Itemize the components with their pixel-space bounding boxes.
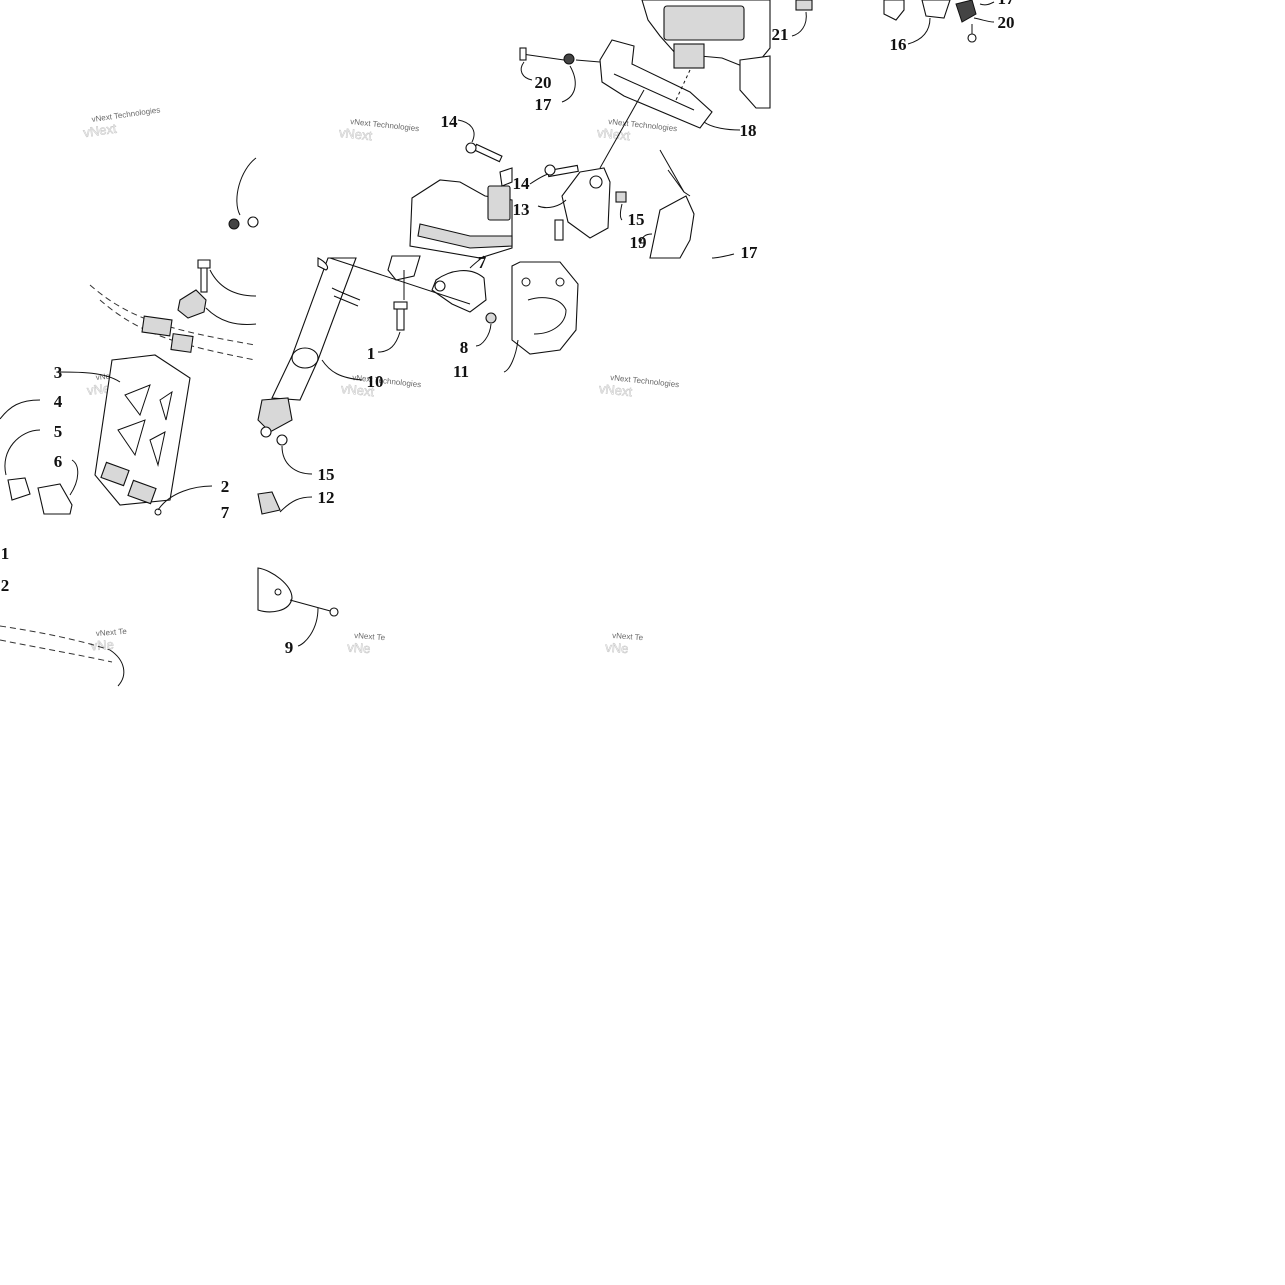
nut-icon: [228, 218, 240, 230]
washer-icon: [247, 216, 259, 228]
callout-6: 6: [54, 452, 63, 471]
power-steering-unit-icon: [511, 261, 579, 355]
end-plug-icon: [257, 567, 293, 613]
callout-2: 2: [1, 576, 10, 595]
clamp-icon: [387, 255, 421, 281]
callout-17: 17: [741, 243, 759, 262]
bolt-icon: [473, 143, 503, 163]
callout-7: 7: [478, 253, 487, 272]
callout-10: 10: [367, 372, 384, 391]
svg-text:vNe: vNe: [605, 640, 629, 657]
knurled-grip-icon: [141, 315, 173, 337]
watermark: vNext Technologies: [91, 105, 161, 124]
upper-right-assembly: [519, 0, 995, 259]
callout-3: 3: [54, 363, 63, 382]
left-assembly: [0, 157, 259, 516]
callout-20: 20: [535, 73, 552, 92]
callout-18: 18: [740, 121, 757, 140]
bolt-icon: [396, 307, 405, 331]
callout-7: 7: [221, 503, 230, 522]
callout-12: 12: [318, 488, 335, 507]
nut-icon: [615, 191, 627, 203]
column-tube-icon: [291, 257, 357, 361]
steering-column-assembly: [257, 119, 579, 647]
callout-14: 14: [441, 112, 459, 131]
handlebar-outline: [0, 284, 256, 687]
steering-clamp-icon: [561, 167, 611, 239]
fastener-icon: [795, 0, 813, 11]
watermark: vNext Te: [354, 631, 386, 642]
callout-21: 21: [772, 25, 789, 44]
callout-8: 8: [460, 338, 469, 357]
callout-5: 5: [54, 422, 63, 441]
u-joint-icon: [257, 397, 293, 433]
screw-icon: [967, 33, 977, 43]
callout-4: 4: [54, 392, 63, 411]
svg-text:vNe: vNe: [347, 640, 371, 657]
bracket-icon: [649, 195, 695, 259]
bracket-icon: [921, 0, 951, 19]
cap-icon: [37, 483, 73, 515]
clip-icon: [955, 0, 977, 23]
bolt-icon: [554, 219, 564, 241]
spline-shaft-icon: [673, 43, 705, 69]
callout-15: 15: [318, 465, 335, 484]
watermark: vNext Te: [612, 631, 644, 642]
callout-17: 17: [998, 0, 1016, 8]
svg-text:vNext: vNext: [338, 125, 373, 143]
callout-2: 2: [221, 477, 230, 496]
spacer-icon: [100, 461, 130, 487]
svg-text:vNext: vNext: [340, 381, 375, 399]
nut-icon: [485, 312, 497, 324]
callouts: 16 17 20 21 20 17 18 14 14 13 15 19 17 7…: [1, 0, 1015, 657]
nut-icon: [276, 434, 288, 446]
cap-icon: [7, 477, 31, 501]
callout-1: 1: [1, 544, 10, 563]
watermark: vNext Te: [96, 627, 128, 638]
knurled-grip-icon: [170, 333, 194, 353]
callout-17: 17: [535, 95, 553, 114]
svg-text:vNext: vNext: [82, 121, 117, 141]
bolt-icon: [519, 47, 527, 61]
callout-11: 11: [453, 362, 469, 381]
svg-text:vNext: vNext: [598, 381, 633, 399]
svg-text:vNext: vNext: [596, 125, 631, 143]
callout-16: 16: [890, 35, 907, 54]
pitman-arm-icon: [431, 270, 487, 313]
callout-19: 19: [630, 233, 647, 252]
callout-9: 9: [285, 638, 294, 657]
callout-13: 13: [513, 200, 530, 219]
callout-14: 14: [513, 174, 531, 193]
washer-icon: [563, 53, 575, 65]
bolt-icon: [883, 0, 905, 21]
callout-15: 15: [628, 210, 645, 229]
spacer-icon: [127, 479, 157, 505]
clamp-icon: [257, 491, 281, 515]
callout-1: 1: [367, 344, 376, 363]
callout-20: 20: [998, 13, 1015, 32]
screw-icon: [329, 607, 339, 617]
clamp-icon: [177, 289, 207, 319]
spline-shaft-icon: [487, 185, 511, 221]
